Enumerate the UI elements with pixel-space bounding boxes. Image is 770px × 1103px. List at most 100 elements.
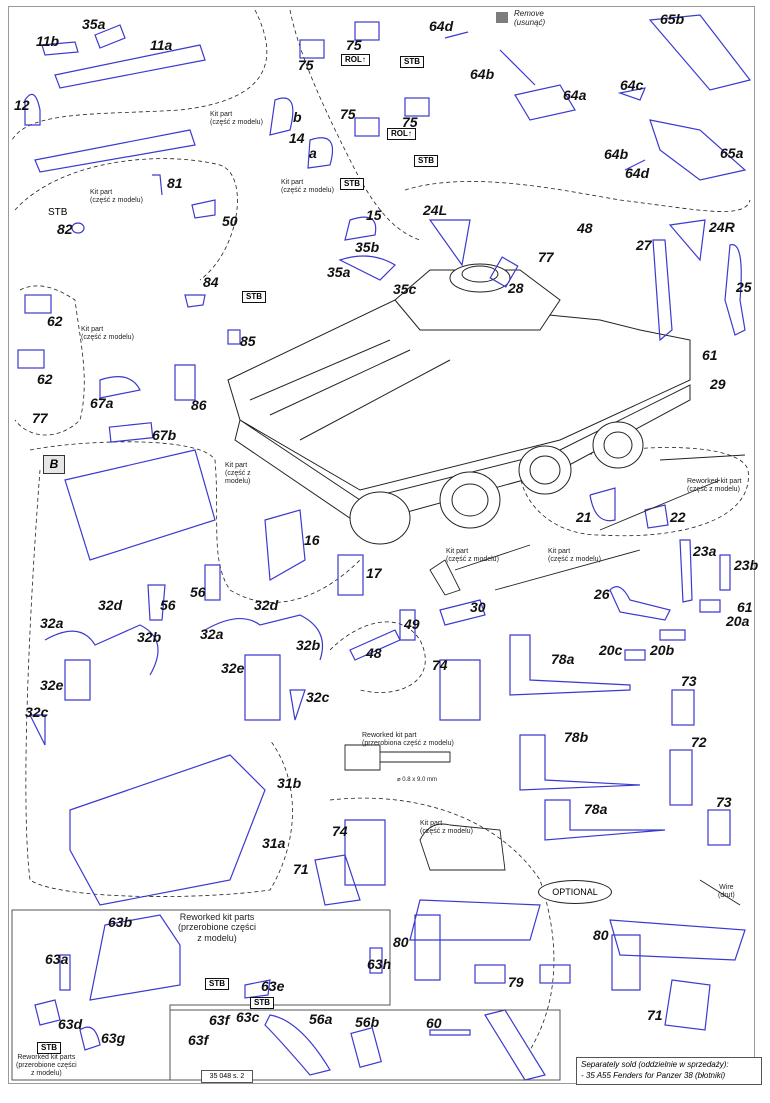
part-63g xyxy=(79,1026,101,1051)
label-27: 27 xyxy=(636,237,652,253)
rol-tag: ROL↑ xyxy=(341,54,370,66)
part-20b xyxy=(659,629,686,641)
part-75 xyxy=(354,21,380,41)
part-71 xyxy=(314,854,361,906)
inset-frame-63 xyxy=(11,909,391,1081)
section-boundary xyxy=(404,181,751,212)
remove-label-pl: (usunąć) xyxy=(514,17,546,27)
label-73-2: 73 xyxy=(716,794,732,810)
label-15: 15 xyxy=(366,207,382,223)
label-64d-1: 64d xyxy=(429,18,454,34)
part-62 xyxy=(24,294,52,314)
part-64d-2 xyxy=(624,159,646,171)
label-11a: 11a xyxy=(150,37,173,53)
part-67a xyxy=(99,376,141,399)
remove-legend-text: Remove (usunąć) xyxy=(514,9,546,28)
part-31 xyxy=(69,754,266,906)
wire-note: Wire(drut) xyxy=(718,884,735,900)
label-63b: 63b xyxy=(108,914,133,930)
diagram-frame xyxy=(8,6,755,1084)
label-63a: 63a xyxy=(45,951,69,967)
dimension-label: ⌀ 0.8 x 9.0 mm xyxy=(397,777,437,783)
label-63f-2: 63f xyxy=(188,1032,209,1048)
part-21 xyxy=(589,487,616,522)
label-32c-2: 32c xyxy=(306,689,330,705)
part-17 xyxy=(337,554,364,596)
label-72: 72 xyxy=(691,734,707,750)
label-25: 25 xyxy=(736,279,752,295)
label-79: 79 xyxy=(508,974,524,990)
label-32c-1: 32c xyxy=(25,704,49,720)
part-74-2 xyxy=(344,819,386,886)
stb-tag: STB xyxy=(400,56,424,68)
stb-text-82: STB xyxy=(48,207,68,218)
label-75-3: 75 xyxy=(340,106,356,122)
inset-frame-56 xyxy=(170,1009,561,1081)
part-14a xyxy=(307,137,334,169)
stb-tag: STB xyxy=(250,997,274,1009)
label-24R: 24R xyxy=(709,219,735,235)
separately-sold-line2: - 35 A55 Fenders for Panzer 38 (błotniki… xyxy=(581,1071,726,1080)
tool-rod xyxy=(599,454,746,531)
label-62-2: 62 xyxy=(37,371,53,387)
label-23a: 23a xyxy=(693,543,717,559)
label-56-2: 56 xyxy=(190,584,206,600)
label-75-4: 75 xyxy=(402,114,418,130)
part-86 xyxy=(174,364,196,401)
part-64a xyxy=(514,84,576,121)
part-35a-top xyxy=(94,24,126,49)
separately-sold-line1: Separately sold (oddzielnie w sprzedaży)… xyxy=(581,1060,729,1069)
section-boundary xyxy=(14,158,238,281)
part-78a xyxy=(509,634,631,696)
label-30: 30 xyxy=(470,599,486,615)
section-boundary xyxy=(11,9,268,141)
label-11b: 11b xyxy=(36,33,60,49)
label-35a: 35a xyxy=(327,264,351,280)
label-20c: 20c xyxy=(599,642,623,658)
label-75-2: 75 xyxy=(346,37,362,53)
section-boundary xyxy=(29,441,361,603)
label-56-1: 56 xyxy=(160,597,176,613)
section-boundary xyxy=(14,285,85,436)
part-12 xyxy=(24,93,41,126)
label-60: 60 xyxy=(426,1015,442,1031)
label-32d-2: 32d xyxy=(254,597,279,613)
part-79 xyxy=(474,964,506,984)
part-24R xyxy=(668,219,706,262)
label-84: 84 xyxy=(203,274,219,290)
part-30 xyxy=(439,599,486,626)
part-11b xyxy=(41,41,79,56)
label-67a: 67a xyxy=(90,395,114,411)
label-32a-2: 32a xyxy=(200,626,224,642)
label-61-1: 61 xyxy=(702,347,718,363)
label-29: 29 xyxy=(710,376,726,392)
label-50: 50 xyxy=(222,213,238,229)
tank-hull xyxy=(227,263,691,545)
kit-part-note-30: Kit part(część z modelu) xyxy=(446,548,499,564)
label-32e-2: 32e xyxy=(221,660,245,676)
label-23b: 23b xyxy=(734,557,759,573)
part-63e xyxy=(244,979,271,999)
part-48 xyxy=(349,629,401,661)
label-71-1: 71 xyxy=(293,861,309,877)
tool-punch xyxy=(429,544,531,596)
label-74-1: 74 xyxy=(432,657,448,673)
page-code: 35 048 s. 2 xyxy=(201,1070,253,1083)
part-72 xyxy=(669,749,693,806)
label-80-2: 80 xyxy=(593,927,609,943)
part-15 xyxy=(344,216,377,241)
label-64c: 64c xyxy=(620,77,644,93)
part-71-2 xyxy=(664,979,711,1031)
label-35c: 35c xyxy=(393,281,417,297)
label-73-1: 73 xyxy=(681,673,697,689)
part-24L xyxy=(428,219,471,267)
label-26: 26 xyxy=(594,586,610,602)
label-35a-top: 35a xyxy=(82,16,106,32)
label-65a: 65a xyxy=(720,145,744,161)
label-56b: 56b xyxy=(355,1014,380,1030)
part-63d xyxy=(34,999,61,1026)
part-32-right xyxy=(204,614,324,721)
part-16 xyxy=(264,509,306,581)
